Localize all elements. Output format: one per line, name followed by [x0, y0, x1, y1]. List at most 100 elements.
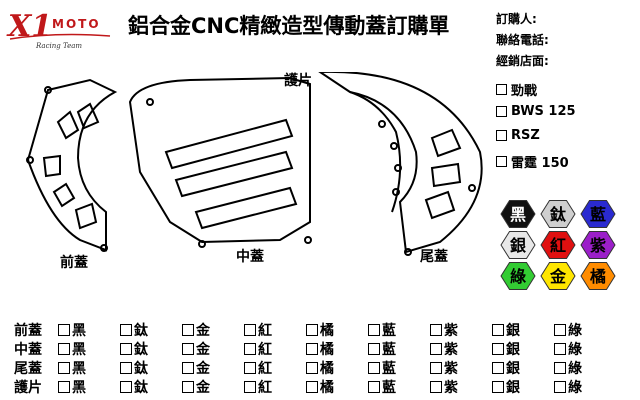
checkbox[interactable] — [496, 130, 507, 141]
checkbox[interactable] — [554, 361, 566, 374]
color-option[interactable]: 紫 — [430, 320, 492, 340]
logo-sub: MOTO — [52, 17, 101, 31]
checkbox[interactable] — [306, 323, 318, 336]
color-option[interactable]: 鈦 — [120, 358, 182, 378]
color-option[interactable]: 紫 — [430, 377, 492, 397]
color-option[interactable]: 綠 — [554, 339, 616, 359]
color-option[interactable]: 銀 — [492, 339, 554, 359]
checkbox[interactable] — [182, 342, 194, 355]
checkbox[interactable] — [496, 156, 507, 167]
color-option-label: 藍 — [382, 322, 396, 339]
order-row-label: 中蓋 — [14, 341, 42, 358]
checkbox[interactable] — [306, 361, 318, 374]
checkbox[interactable] — [554, 342, 566, 355]
swatch-label: 紅 — [550, 236, 566, 255]
color-option-label: 紫 — [444, 341, 458, 358]
color-option-label: 紅 — [258, 360, 272, 377]
color-option[interactable]: 藍 — [368, 358, 430, 378]
color-option[interactable]: 黑 — [58, 320, 120, 340]
checkbox[interactable] — [368, 361, 380, 374]
checkbox[interactable] — [58, 380, 70, 393]
swatch-label: 鈦 — [550, 205, 567, 224]
checkbox[interactable] — [120, 361, 132, 374]
model-option-bws125[interactable]: BWS 125 — [496, 104, 576, 119]
checkbox[interactable] — [182, 361, 194, 374]
checkbox[interactable] — [58, 323, 70, 336]
color-option[interactable]: 紅 — [244, 320, 306, 340]
color-option[interactable]: 綠 — [554, 377, 616, 397]
checkbox[interactable] — [368, 380, 380, 393]
color-option-label: 黑 — [72, 360, 86, 377]
color-option[interactable]: 藍 — [368, 320, 430, 340]
color-option[interactable]: 銀 — [492, 377, 554, 397]
checkbox[interactable] — [244, 380, 256, 393]
checkbox[interactable] — [492, 323, 504, 336]
color-option[interactable]: 藍 — [368, 339, 430, 359]
checkbox[interactable] — [120, 342, 132, 355]
checkbox[interactable] — [492, 342, 504, 355]
checkbox[interactable] — [496, 106, 507, 117]
checkbox[interactable] — [306, 380, 318, 393]
color-option[interactable]: 鈦 — [120, 377, 182, 397]
color-option[interactable]: 綠 — [554, 358, 616, 378]
checkbox[interactable] — [430, 380, 442, 393]
checkbox[interactable] — [58, 342, 70, 355]
color-option[interactable]: 金 — [182, 320, 244, 340]
checkbox[interactable] — [182, 380, 194, 393]
color-option[interactable]: 藍 — [368, 377, 430, 397]
color-option[interactable]: 紫 — [430, 339, 492, 359]
checkbox[interactable] — [120, 380, 132, 393]
checkbox[interactable] — [368, 342, 380, 355]
color-option[interactable]: 金 — [182, 358, 244, 378]
color-option[interactable]: 黑 — [58, 358, 120, 378]
color-option[interactable]: 銀 — [492, 358, 554, 378]
color-option[interactable]: 紅 — [244, 339, 306, 359]
color-option[interactable]: 銀 — [492, 320, 554, 340]
model-option-rsz[interactable]: RSZ — [496, 128, 540, 143]
dealer-field-label: 經銷店面: — [496, 54, 549, 68]
checkbox[interactable] — [430, 361, 442, 374]
color-option[interactable]: 橘 — [306, 320, 368, 340]
order-row: 中蓋黑鈦金紅橘藍紫 銀綠 — [14, 339, 616, 358]
swatch-label: 金 — [549, 267, 567, 286]
checkbox[interactable] — [368, 323, 380, 336]
checkbox[interactable] — [58, 361, 70, 374]
checkbox[interactable] — [306, 342, 318, 355]
color-option[interactable]: 橘 — [306, 358, 368, 378]
color-option[interactable]: 金 — [182, 377, 244, 397]
color-option[interactable]: 鈦 — [120, 320, 182, 340]
color-option[interactable]: 紅 — [244, 358, 306, 378]
checkbox[interactable] — [496, 84, 507, 95]
color-option[interactable]: 紫 — [430, 358, 492, 378]
color-option[interactable]: 橘 — [306, 377, 368, 397]
color-option-label: 黑 — [72, 379, 86, 396]
color-option[interactable]: 黑 — [58, 377, 120, 397]
checkbox[interactable] — [554, 380, 566, 393]
phone-field-label: 聯絡電話: — [496, 33, 549, 47]
checkbox[interactable] — [554, 323, 566, 336]
model-option-jinzhan[interactable]: 勁戰 — [496, 80, 537, 99]
color-option[interactable]: 黑 — [58, 339, 120, 359]
checkbox[interactable] — [120, 323, 132, 336]
swatch-hexagon — [580, 231, 616, 259]
checkbox[interactable] — [492, 361, 504, 374]
checkbox[interactable] — [244, 361, 256, 374]
model-option-leiting150[interactable]: 雷霆 150 — [496, 152, 569, 171]
checkbox[interactable] — [244, 323, 256, 336]
color-option-label: 綠 — [568, 360, 582, 377]
color-option[interactable]: 紅 — [244, 377, 306, 397]
order-row: 尾蓋黑鈦金紅橘藍紫銀綠 — [14, 358, 616, 377]
color-option-label: 綠 — [568, 341, 582, 358]
checkbox[interactable] — [492, 380, 504, 393]
color-option[interactable]: 金 — [182, 339, 244, 359]
checkbox[interactable] — [244, 342, 256, 355]
checkbox[interactable] — [430, 323, 442, 336]
checkbox[interactable] — [430, 342, 442, 355]
color-option[interactable]: 鈦 — [120, 339, 182, 359]
color-option[interactable]: 橘 — [306, 339, 368, 359]
swatch-label: 綠 — [510, 267, 527, 286]
guard-label: 護片 — [284, 73, 312, 89]
color-option[interactable]: 綠 — [554, 320, 616, 340]
checkbox[interactable] — [182, 323, 194, 336]
color-option-label: 黑 — [72, 322, 86, 339]
